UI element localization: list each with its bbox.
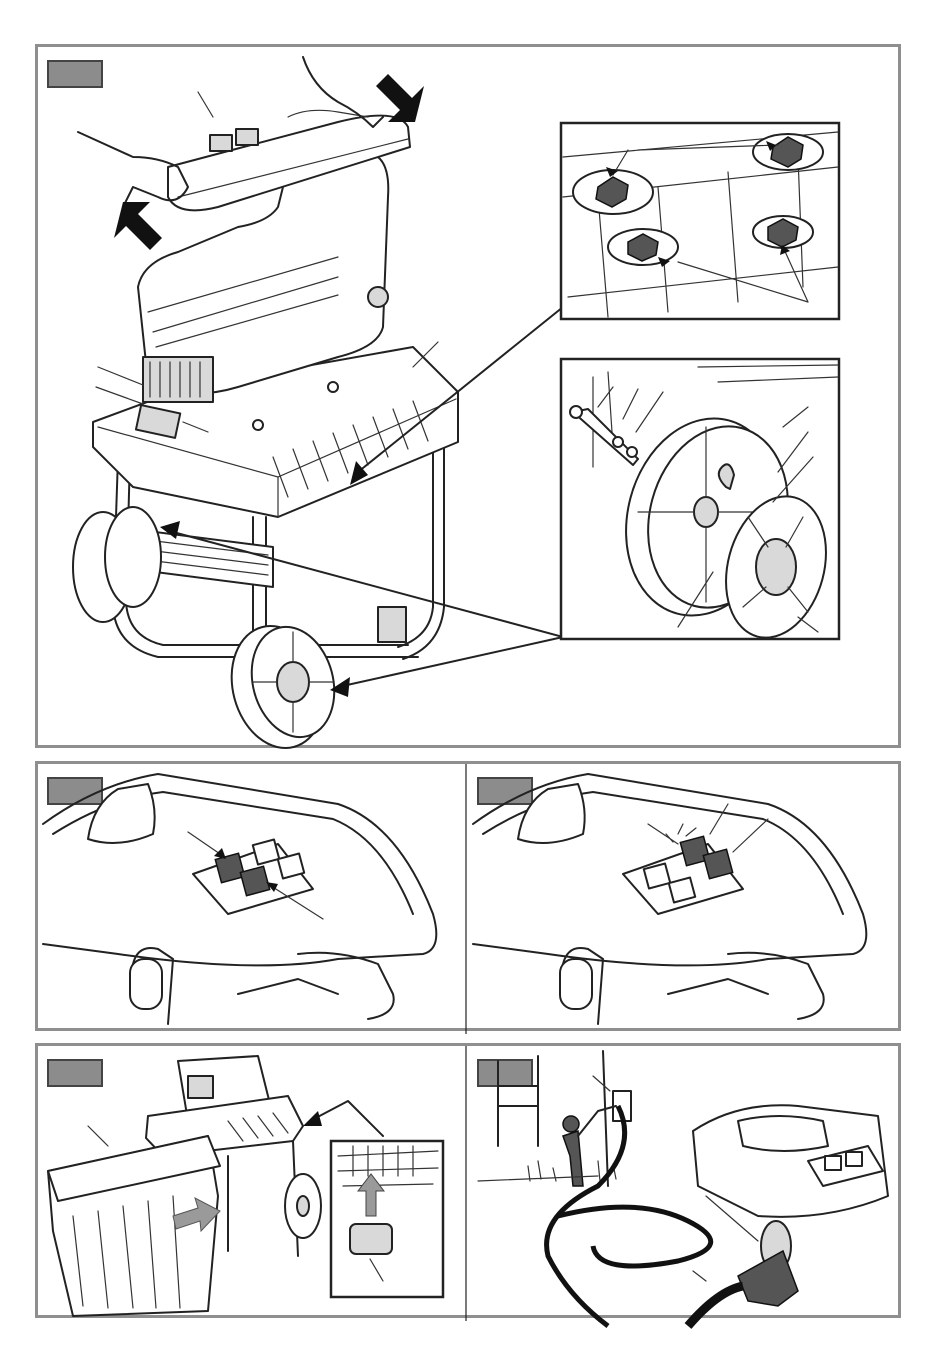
knob-inset [561, 123, 839, 319]
panel-assembly [35, 44, 901, 748]
panel-switch-off [35, 761, 901, 1031]
right-wheel [218, 615, 346, 758]
shredder-socket-view [688, 1105, 888, 1326]
assembly-illustration [38, 47, 904, 751]
panel-collection-power [35, 1043, 901, 1318]
building-scene [478, 1051, 711, 1326]
pointer-to-latch-inset [310, 1101, 383, 1136]
switch-panels-illustration [38, 764, 904, 1034]
push-arrow-left [114, 202, 162, 250]
latch-inset [331, 1141, 443, 1297]
switch-on-view [473, 774, 866, 1024]
left-wheel [73, 507, 161, 622]
pointer-arrowhead-latch [303, 1111, 322, 1126]
collection-power-illustration [38, 1046, 904, 1321]
switch-off-view [43, 774, 436, 1024]
wheel-inset [561, 359, 841, 649]
pointer-to-wheel-inset [173, 532, 563, 637]
